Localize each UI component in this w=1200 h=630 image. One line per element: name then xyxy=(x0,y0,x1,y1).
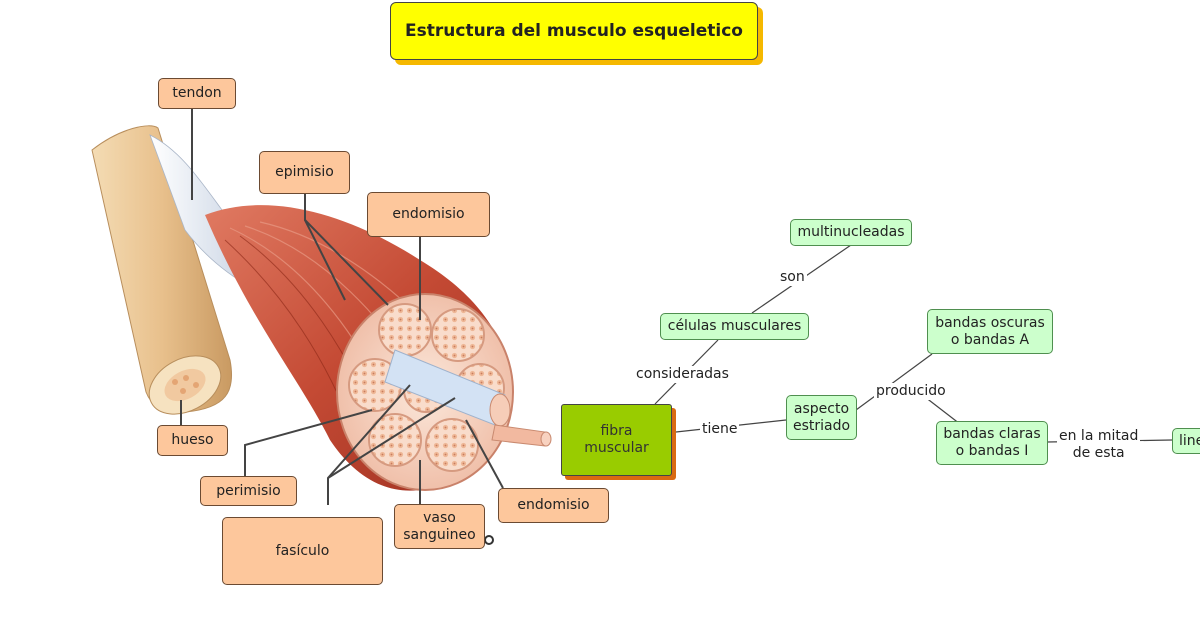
label-hueso: hueso xyxy=(157,425,228,456)
fascicle-graphic xyxy=(384,349,552,447)
concept-linea: linea xyxy=(1172,428,1200,454)
link-tiene: tiene xyxy=(700,421,740,438)
link-producido: producido xyxy=(874,383,948,400)
leader-lines xyxy=(180,108,504,505)
label-endomisio-top: endomisio xyxy=(367,192,490,237)
link-son: son xyxy=(778,269,807,286)
link-en-la-mitad: en la mitad de esta xyxy=(1057,428,1141,462)
label-vaso-sanguineo: vaso sanguineo xyxy=(394,504,485,549)
concept-connectors xyxy=(654,244,1173,443)
concept-bandas-claras: bandas claras o bandas I xyxy=(936,421,1048,465)
label-epimisio: epimisio xyxy=(259,151,350,194)
label-tendon: tendon xyxy=(158,78,236,109)
concept-fibra-muscular: fibra muscular xyxy=(561,404,672,476)
stray-mark xyxy=(484,535,494,545)
concept-multinucleadas: multinucleadas xyxy=(790,219,912,246)
label-perimisio: perimisio xyxy=(200,476,297,506)
bone-graphic xyxy=(91,125,233,415)
link-consideradas: consideradas xyxy=(634,366,731,383)
concept-aspecto-estriado: aspecto estriado xyxy=(786,395,857,440)
label-endomisio-bottom: endomisio xyxy=(498,488,609,523)
concept-celulas-musculares: células musculares xyxy=(660,313,809,340)
concept-bandas-oscuras: bandas oscuras o bandas A xyxy=(927,309,1053,354)
label-fasciculo: fasículo xyxy=(222,517,383,585)
page-title: Estructura del musculo esqueletico xyxy=(390,2,758,60)
